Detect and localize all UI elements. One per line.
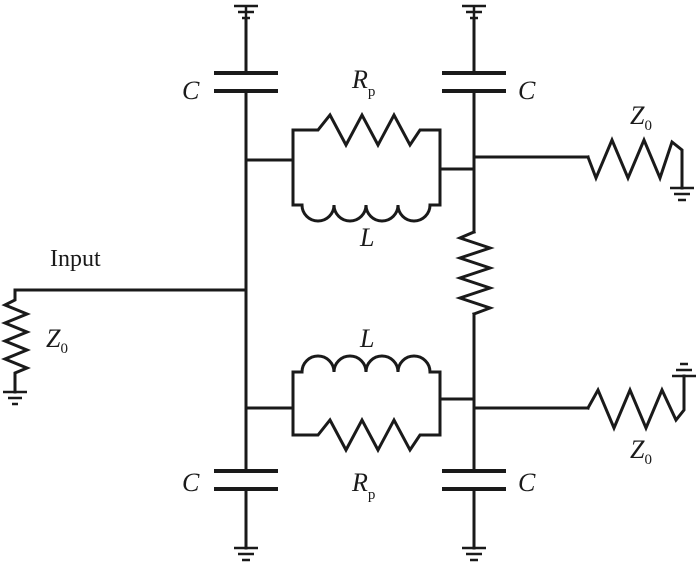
source-z0-label: Z0 xyxy=(46,324,68,357)
capacitor-top-right-label: C xyxy=(518,76,536,105)
left-rail xyxy=(244,18,295,550)
top-l-label: L xyxy=(359,223,374,252)
input-port xyxy=(1,288,248,406)
bottom-resistor-rp xyxy=(291,416,442,454)
load-impedance-bottom-resistor xyxy=(585,374,686,432)
ground-output-top-icon xyxy=(670,186,694,202)
capacitor-top-left xyxy=(214,71,278,93)
top-inductor-l xyxy=(291,203,442,223)
load-impedance-top-resistor xyxy=(586,136,684,190)
ground-output-bottom-icon xyxy=(672,362,696,378)
capacitor-top-left-label: C xyxy=(182,76,200,105)
bottom-parallel-branch xyxy=(291,354,442,454)
ground-top-left-icon xyxy=(234,4,258,20)
top-parallel-branch xyxy=(291,111,442,223)
output-top-z0-label: Z0 xyxy=(630,101,652,134)
bottom-inductor-l xyxy=(291,354,442,374)
output-port-bottom xyxy=(472,362,696,432)
capacitor-bottom-left-label: C xyxy=(182,468,200,497)
bottom-l-label: L xyxy=(359,324,374,353)
capacitor-bottom-left xyxy=(214,469,278,491)
output-bottom-z0-label: Z0 xyxy=(630,435,652,468)
bottom-rp-label: Rp xyxy=(351,468,375,503)
right-rail xyxy=(438,18,495,550)
top-rp-label: Rp xyxy=(351,65,375,100)
top-resistor-rp xyxy=(291,111,442,149)
capacitor-bottom-right-label: C xyxy=(518,468,536,497)
ground-bottom-right-icon xyxy=(462,546,486,562)
ground-bottom-left-icon xyxy=(234,546,258,562)
isolation-resistor xyxy=(455,230,495,316)
capacitor-bottom-right xyxy=(442,469,506,491)
source-impedance-resistor xyxy=(1,288,31,394)
input-label: Input xyxy=(50,246,101,272)
capacitor-top-right xyxy=(442,71,506,93)
ground-top-right-icon xyxy=(462,4,486,20)
source-ground-icon xyxy=(3,390,27,406)
output-port-top xyxy=(472,136,694,202)
